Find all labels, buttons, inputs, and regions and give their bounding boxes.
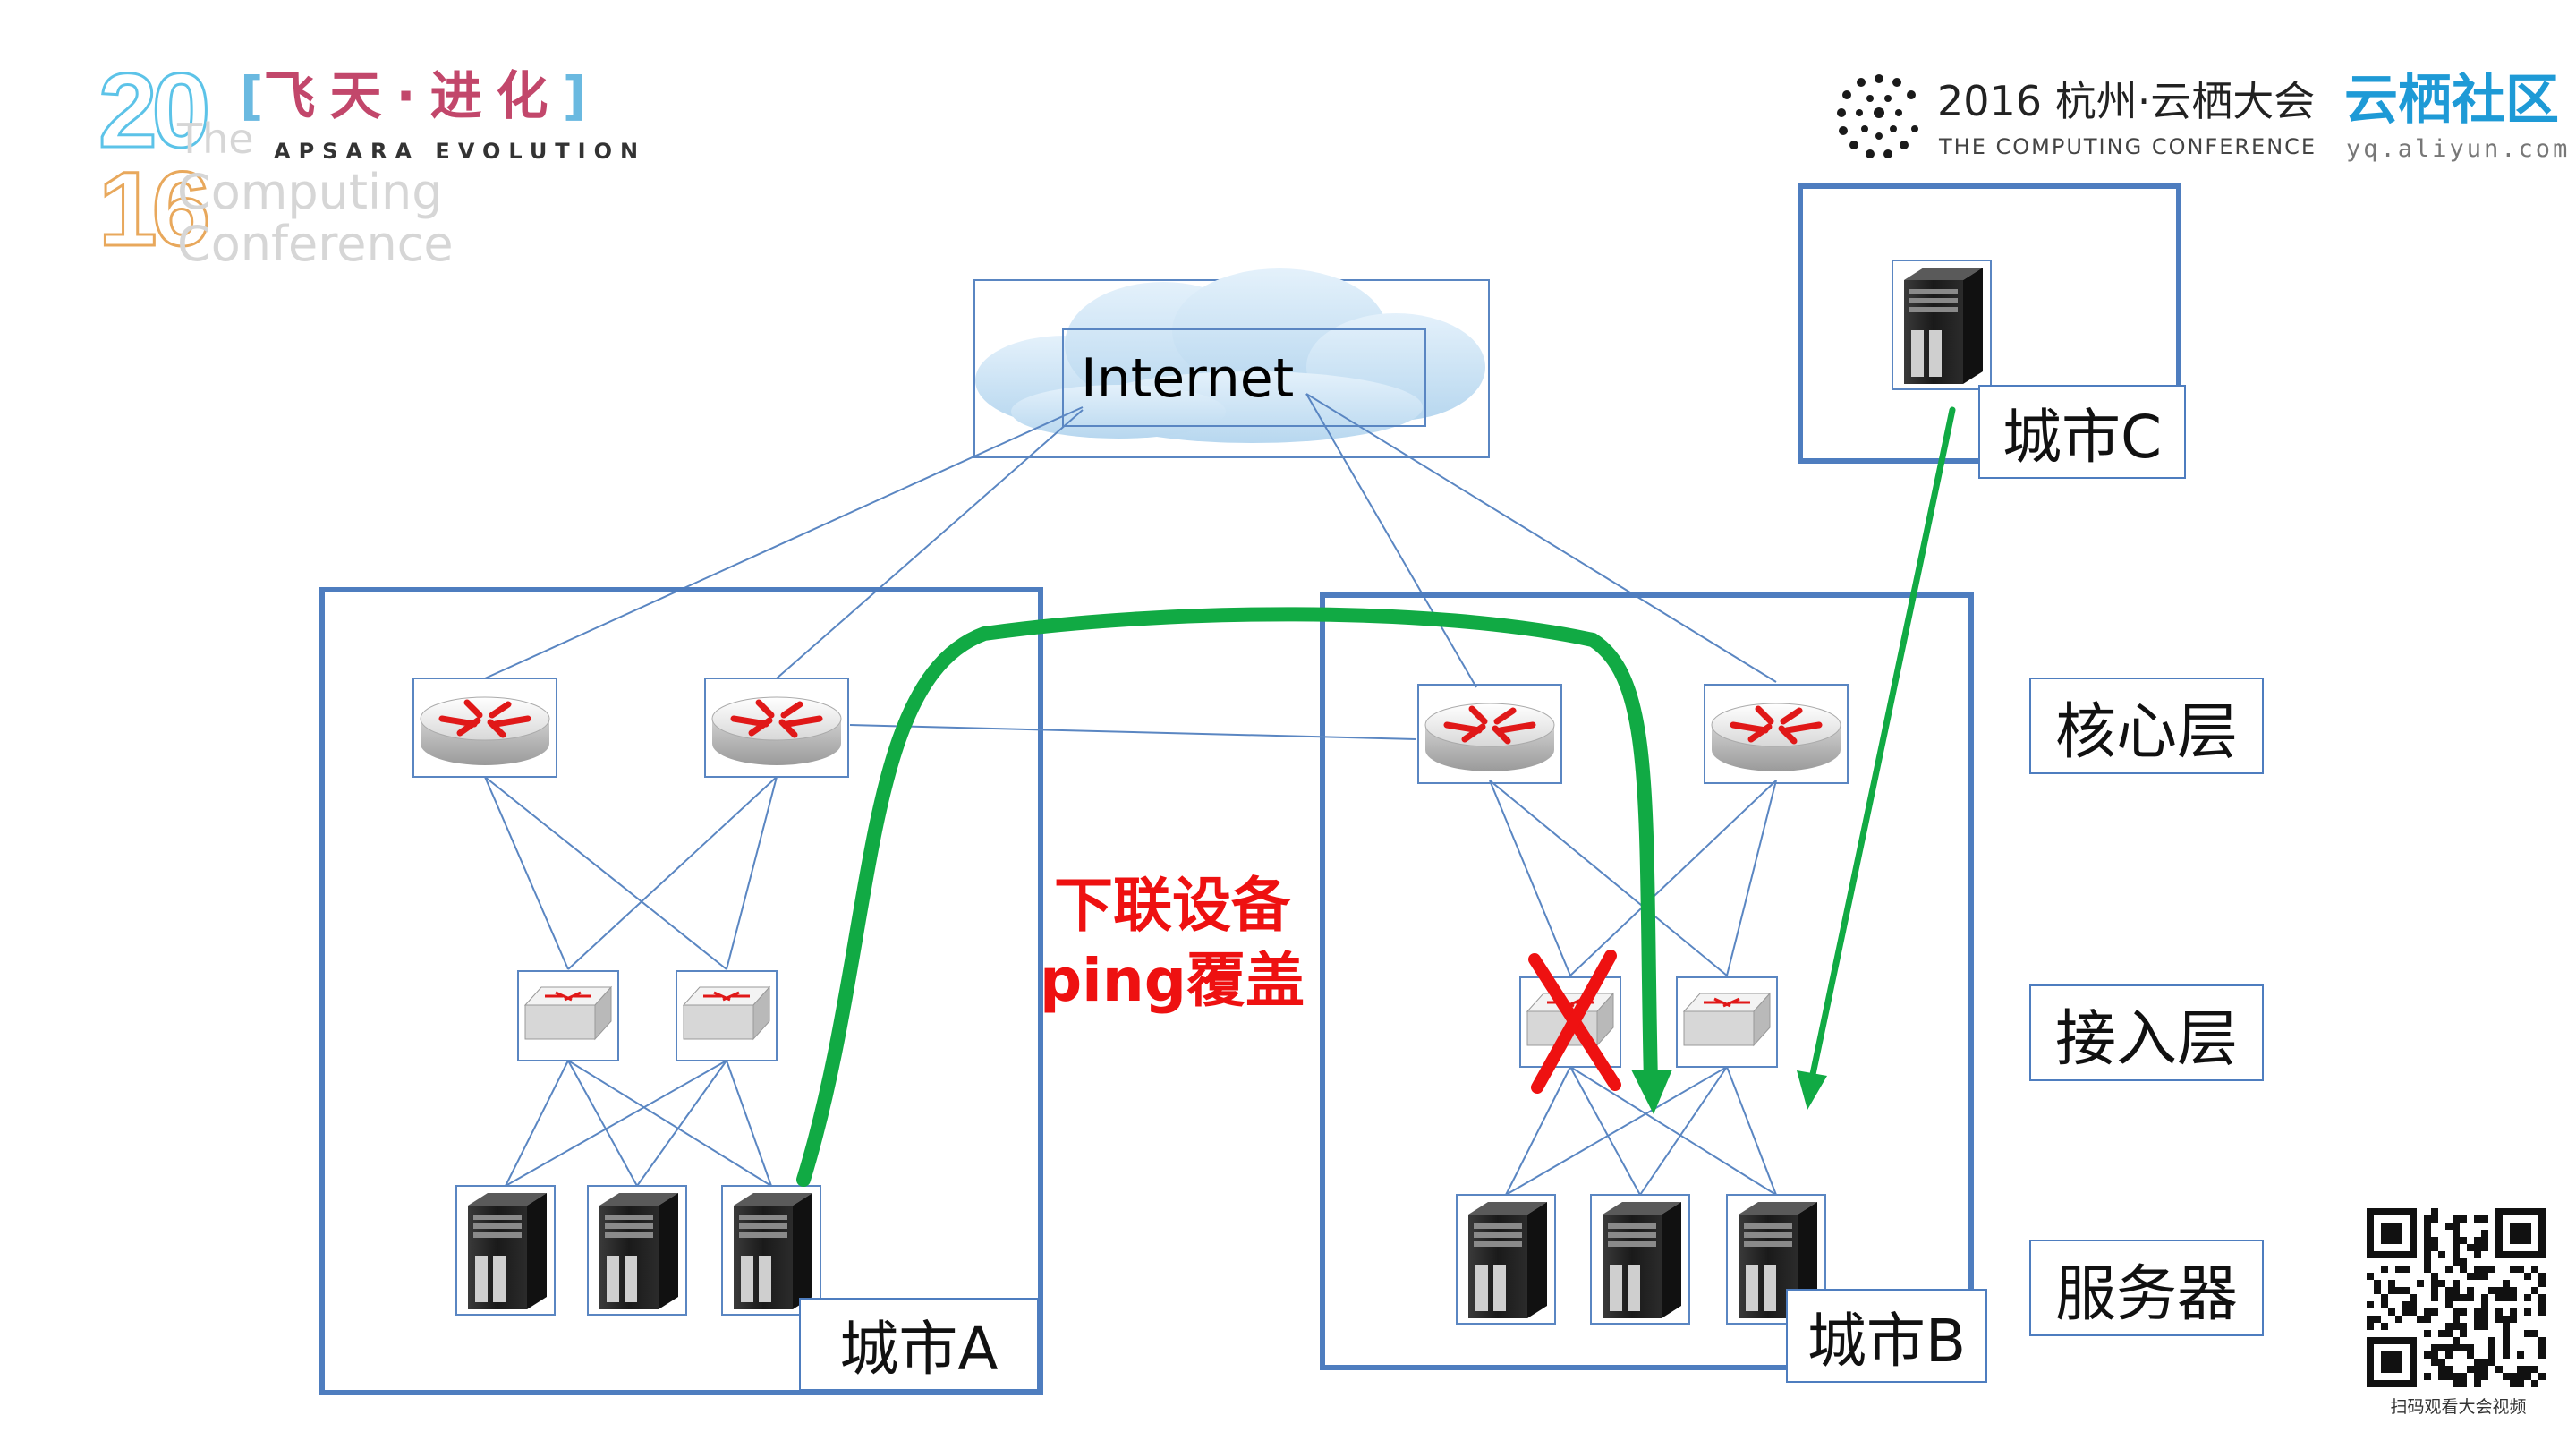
failure-x-marker [1528, 950, 1621, 1094]
core-interlink [849, 724, 1417, 740]
brand-url: yq.aliyun.com [2346, 135, 2571, 163]
city-b-core-router-2 [1704, 684, 1849, 784]
annotation-line2: ping覆盖 [1039, 946, 1305, 1015]
ping-arrows [796, 406, 1956, 1187]
arrow-city-c-to-b [1808, 406, 1956, 1082]
logo-line3: Conference [177, 216, 454, 272]
arrow-city-a-to-b [796, 607, 1658, 1187]
city-a-server-3 [721, 1185, 821, 1316]
city-b-server-2 [1590, 1194, 1690, 1325]
logo-right-title: 2016 杭州·云栖大会 [1937, 77, 2316, 125]
internet-links [484, 393, 1777, 688]
devices-layer [412, 260, 1992, 1325]
layer-server-label: 服务器 [2029, 1240, 2264, 1336]
logo-bracket-text: [飞天·进化] [240, 65, 587, 126]
annotation-downlink-ping: 下联设备 ping覆盖 [1029, 868, 1315, 1019]
logo-year-bottom: 16 [97, 150, 211, 268]
logo-year-top: 20 [97, 52, 211, 170]
city-c-server-1 [1892, 260, 1992, 390]
conference-logo-right: 2016 杭州·云栖大会 THE COMPUTING CONFERENCE 云栖… [1834, 72, 2568, 170]
city-b-links [1489, 780, 1777, 1196]
qr-code-image [2367, 1208, 2546, 1387]
city-a-server-2 [587, 1185, 687, 1316]
arrow-city-c-to-b-head [1797, 1070, 1827, 1110]
logo-sub-text: APSARA EVOLUTION [274, 139, 647, 164]
internet-label: Internet [1081, 347, 1295, 410]
yunqi-dots-icon [1837, 74, 1918, 158]
city-a-access-switch-1 [517, 970, 619, 1061]
city-b-access-switch-2 [1676, 976, 1778, 1068]
brand-name: 云栖社区 [2344, 69, 2559, 132]
city-a-label: 城市A [799, 1298, 1039, 1391]
city-a-links [484, 776, 778, 1187]
annotation-line1: 下联设备 [1054, 871, 1290, 940]
city-b-core-router-1 [1417, 684, 1562, 784]
qr-caption: 扫码观看大会视频 [2390, 1397, 2527, 1417]
city-a-server-1 [455, 1185, 556, 1316]
city-c-label: 城市C [1978, 385, 2186, 479]
city-a-core-router-1 [412, 678, 557, 778]
qr-code-block: 扫码观看大会视频 [2367, 1208, 2550, 1423]
arrow-city-a-to-b-head [1631, 1070, 1672, 1114]
logo-line2: Computing [177, 164, 443, 220]
logo-line1: The [177, 115, 254, 163]
city-a-access-switch-2 [676, 970, 778, 1061]
city-b-server-1 [1456, 1194, 1556, 1325]
city-b-label: 城市B [1786, 1289, 1987, 1383]
layer-core-label: 核心层 [2029, 678, 2264, 774]
city-a-frame [319, 587, 1043, 1395]
logo-bracket-title: 飞天·进化 [263, 65, 563, 126]
city-a-core-router-2 [704, 678, 849, 778]
layer-access-label: 接入层 [2029, 984, 2264, 1081]
city-b-frame [1320, 592, 1974, 1370]
internet-node [973, 268, 1490, 458]
logo-right-subtitle: THE COMPUTING CONFERENCE [1939, 134, 2317, 159]
conference-logo-left: 20 16 The Computing Conference [飞天·进化] A… [97, 52, 671, 273]
